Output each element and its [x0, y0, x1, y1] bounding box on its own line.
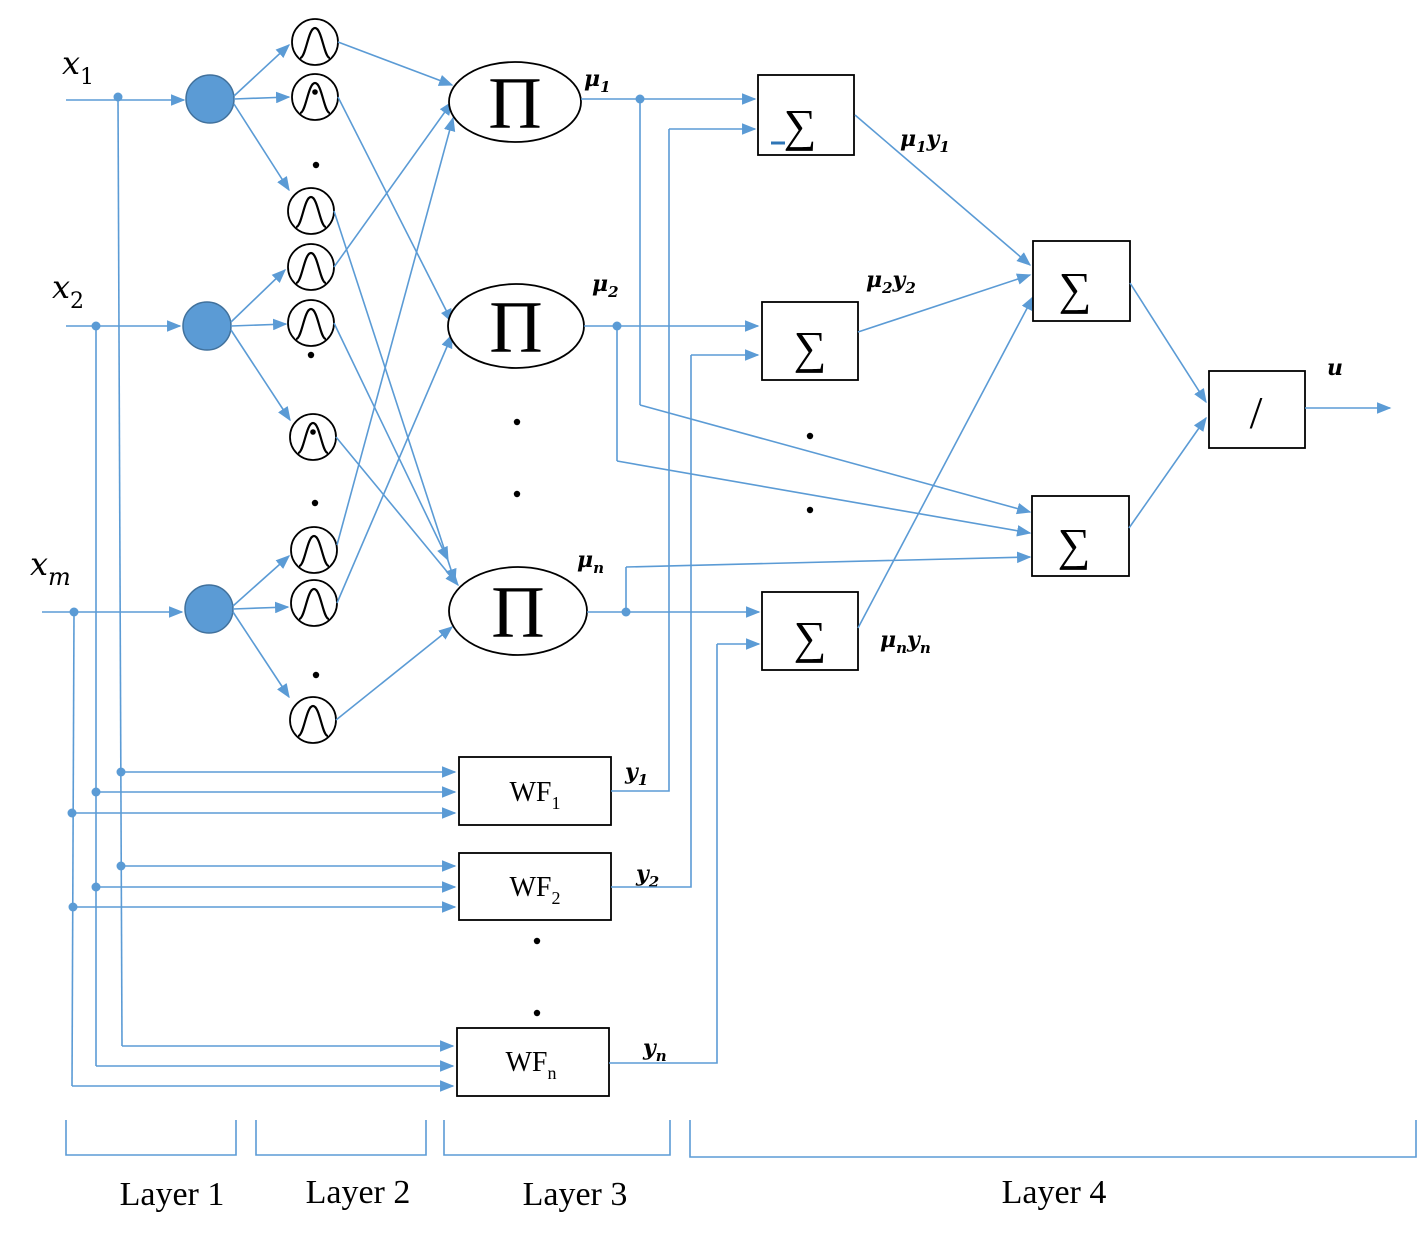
svg-text:∑: ∑ — [1058, 519, 1091, 570]
svg-text:Π: Π — [488, 63, 541, 145]
product-output-links — [581, 93, 1032, 618]
svg-text:Π: Π — [491, 572, 544, 654]
membership-function-icon — [289, 696, 337, 744]
product-node-n: Π — [448, 566, 588, 656]
sum-box-1: ∑ — [757, 74, 855, 156]
sum-box-n: ∑ — [761, 591, 859, 671]
svg-text:∑: ∑ — [784, 100, 817, 151]
weighted-output-label-n: μnyn — [880, 627, 931, 657]
input-label-x1: x1 — [62, 44, 94, 90]
weight-function-box-n: WFn — [456, 1027, 610, 1097]
final-output-label: u — [1327, 355, 1343, 381]
svg-text:WF2: WF2 — [510, 872, 561, 908]
rule-output-label-n: μn — [577, 547, 604, 577]
svg-text:/: / — [1250, 387, 1263, 438]
svg-text:WF1: WF1 — [510, 777, 561, 813]
membership-nodes — [287, 18, 339, 744]
product-node-1: Π — [448, 61, 582, 145]
wf-output-links — [609, 123, 761, 1064]
division-links — [1128, 282, 1207, 529]
svg-text:∑: ∑ — [1059, 263, 1092, 314]
rule-output-label-2: μ2 — [592, 271, 619, 301]
layer2-to-layer3-links — [333, 41, 459, 721]
sum-box-2: ∑ — [761, 301, 859, 381]
layer-label-3: Layer 3 — [523, 1176, 628, 1213]
wf-output-label-1: y1 — [624, 759, 648, 789]
input-buses — [69, 92, 123, 1087]
wf-output-label-n: yn — [642, 1035, 667, 1065]
layer-label-4: Layer 4 — [1002, 1174, 1107, 1211]
wf-output-label-2: y2 — [635, 861, 659, 891]
division-box: / — [1208, 370, 1306, 449]
layer-label-2: Layer 2 — [306, 1174, 411, 1211]
weighted-output-label-2: μ2y2 — [866, 267, 916, 297]
product-node-2: Π — [447, 283, 585, 369]
input-neuron-m — [184, 584, 234, 634]
input-neuron-1 — [185, 74, 235, 124]
denominator-sum-box: ∑ — [1031, 495, 1130, 577]
membership-function-icon — [287, 299, 335, 347]
membership-function-icon — [291, 73, 339, 121]
membership-function-icon — [289, 413, 337, 461]
svg-text:∑: ∑ — [794, 612, 827, 663]
input-neuron-2 — [182, 301, 232, 351]
weighted-output-label-1: μ1y1 — [900, 126, 950, 156]
aggregation-links — [854, 114, 1034, 629]
numerator-sum-box: ∑ — [1032, 240, 1131, 322]
input-label-xm: xm — [30, 545, 71, 591]
input-label-x2: x2 — [52, 268, 84, 314]
weight-function-box-2: WF2 — [458, 852, 612, 921]
membership-function-icon — [287, 187, 335, 235]
layer-brackets — [65, 1120, 1417, 1158]
layer-label-1: Layer 1 — [120, 1176, 225, 1213]
svg-text:Π: Π — [489, 287, 542, 369]
weight-function-box-1: WF1 — [458, 756, 612, 826]
layer1-to-layer2-links — [230, 44, 291, 699]
rule-output-label-1: μ1 — [584, 66, 611, 96]
membership-function-icon — [290, 526, 338, 574]
membership-function-icon — [287, 243, 335, 291]
membership-function-icon — [290, 579, 338, 627]
svg-text:∑: ∑ — [794, 322, 827, 373]
wf-input-links — [67, 766, 457, 1092]
svg-text:WFn: WFn — [506, 1047, 557, 1083]
membership-function-icon — [291, 18, 339, 66]
